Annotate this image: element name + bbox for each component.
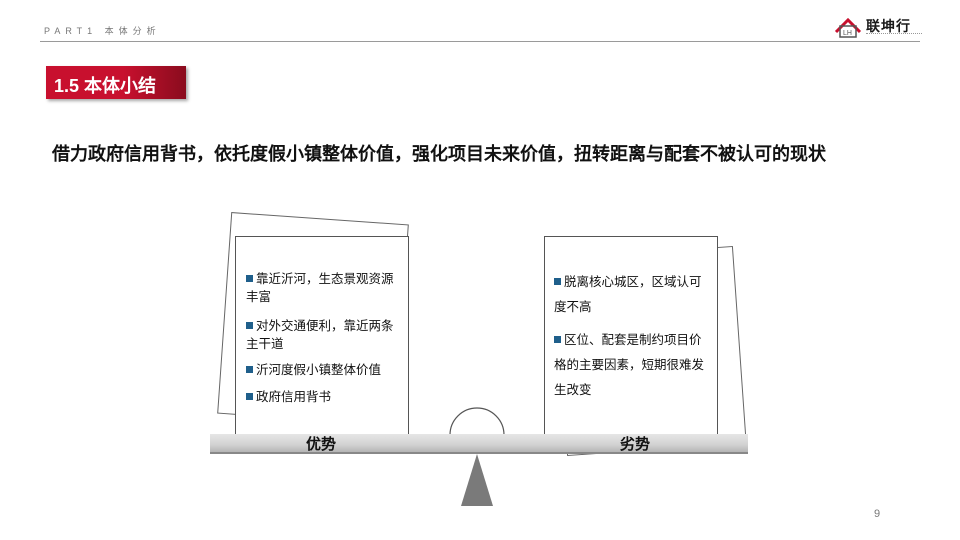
- brand-name: 联坤行: [866, 18, 911, 34]
- disadvantage-item: 脱离核心城区，区域认可度不高: [554, 275, 702, 314]
- advantage-item: 沂河度假小镇整体价值: [246, 361, 398, 379]
- bullet-square-icon: [554, 336, 561, 343]
- brand-tagline-mark: [866, 33, 922, 36]
- disadvantage-label: 劣势: [620, 436, 651, 453]
- section-badge: 1.5 本体小结: [46, 66, 186, 99]
- bullet-square-icon: [246, 322, 253, 329]
- seesaw-semicircle: [449, 407, 505, 436]
- advantage-item: 对外交通便利，靠近两条主干道: [246, 319, 394, 351]
- header-divider: [40, 41, 920, 42]
- advantage-item: 政府信用背书: [246, 388, 398, 406]
- advantage-item: 靠近沂河，生态景观资源丰富: [246, 272, 394, 304]
- page-headline: 借力政府信用背书，依托度假小镇整体价值，强化项目未来价值，扭转距离与配套不被认可…: [52, 144, 826, 164]
- section-title: 1.5 本体小结: [54, 76, 157, 96]
- bullet-square-icon: [246, 366, 253, 373]
- svg-text:LH: LH: [843, 30, 852, 37]
- brand-logo-icon: LH: [834, 17, 862, 38]
- advantage-label: 优势: [306, 436, 337, 453]
- seesaw-beam: [210, 434, 748, 454]
- bullet-square-icon: [246, 393, 253, 400]
- advantage-card: [235, 236, 409, 438]
- seesaw-fulcrum: [461, 454, 493, 506]
- disadvantage-item: 区位、配套是制约项目价格的主要因素，短期很难发生改变: [554, 333, 705, 397]
- bullet-square-icon: [246, 275, 253, 282]
- bullet-square-icon: [554, 278, 561, 285]
- header-label: PART1 本体分析: [44, 26, 161, 36]
- page-number: 9: [874, 508, 881, 520]
